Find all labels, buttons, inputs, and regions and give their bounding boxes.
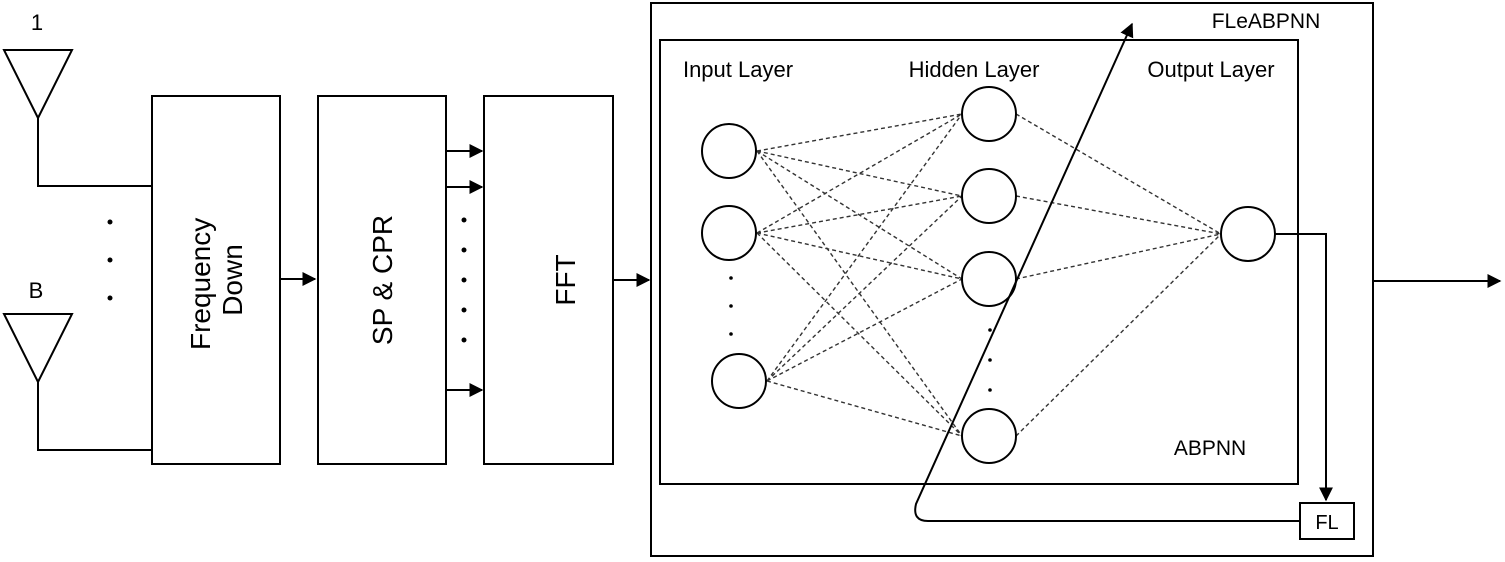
antenna-icon — [2, 313, 74, 385]
output-to-fl-wire — [1275, 233, 1333, 502]
output-node — [1220, 206, 1276, 262]
fft-label: FFT — [550, 254, 581, 305]
sp-cpr-label: SP & CPR — [367, 215, 398, 345]
parallel-arrows — [446, 144, 484, 397]
input-node — [711, 353, 767, 409]
output-layer-title: Output Layer — [1147, 57, 1274, 82]
hidden-node — [961, 408, 1017, 464]
antenna-1: 1 — [2, 10, 152, 187]
frequency-down-label: Frequency Down — [185, 210, 248, 350]
antenna-icon — [2, 49, 74, 121]
antenna-b-label: B — [29, 278, 44, 303]
antenna-ellipsis — [107, 219, 113, 301]
network-connections — [756, 113, 1222, 437]
antenna-1-wire — [37, 118, 152, 187]
hidden-layer-title: Hidden Layer — [909, 57, 1040, 82]
fl-label: FL — [1315, 512, 1338, 534]
sp-cpr-block: SP & CPR — [317, 95, 447, 465]
fl-block: FL — [1299, 502, 1355, 540]
input-node — [701, 123, 757, 179]
frequency-down-line2: Down — [217, 244, 248, 316]
antenna-1-label: 1 — [31, 10, 43, 35]
hidden-node — [961, 251, 1017, 307]
hidden-node — [961, 86, 1017, 142]
antenna-b-wire — [37, 382, 152, 451]
hidden-node — [961, 168, 1017, 224]
abpnn-label: ABPNN — [1174, 437, 1246, 460]
fl-feedback-arrow — [914, 22, 1300, 522]
hidden-layer-nodes — [961, 86, 1017, 464]
frequency-down-line1: Frequency — [185, 218, 216, 350]
fft-block: FFT — [483, 95, 614, 465]
input-layer-nodes — [701, 123, 767, 409]
fleabpnn-label: FLeABPNN — [1212, 10, 1321, 33]
input-node — [701, 205, 757, 261]
antenna-b: B — [2, 278, 152, 451]
input-layer-title: Input Layer — [683, 57, 793, 82]
frequency-down-block: Frequency Down — [151, 95, 281, 465]
